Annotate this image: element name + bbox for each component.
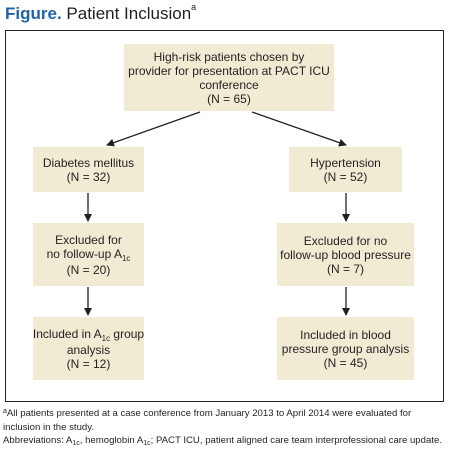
node-included-bp-line2: pressure group analysis (281, 341, 410, 356)
node-excluded-a1c-line1: Excluded for (55, 232, 122, 247)
node-diabetes: Diabetes mellitus (N = 32) (33, 147, 144, 192)
node-excluded-a1c-line2: no follow-up A1c (46, 246, 131, 263)
inclusion-footnote: aAll patients presented at a case confer… (3, 408, 412, 433)
arrow-root-to-diabetes (106, 111, 201, 147)
node-excluded-a1c: Excluded for no follow-up A1c (N = 20) (33, 223, 144, 286)
figure-title: Figure. Patient Inclusiona (5, 2, 196, 26)
node-hypertension: Hypertension (N = 52) (289, 147, 402, 192)
node-excluded-a1c-count: (N = 20) (66, 262, 111, 277)
title-footnote-marker: a (191, 2, 197, 13)
node-root-line3: conference (199, 77, 259, 92)
node-included-bp: Included in blood pressure group analysi… (277, 317, 414, 380)
node-hypertension-label: Hypertension (310, 155, 381, 170)
node-included-a1c-count: (N = 12) (66, 356, 111, 371)
abbreviations-footnote: Abbreviations: A1c, hemoglobin A1c; PACT… (3, 435, 442, 447)
diagram-frame (5, 30, 444, 402)
node-excluded-bp-line2: follow-up blood pressure (280, 247, 411, 262)
arrow-root-to-hypertension (251, 111, 347, 147)
node-included-a1c: Included in A1c group analysis (N = 12) (33, 317, 144, 380)
footnotes: aAll patients presented at a case confer… (3, 407, 447, 448)
node-included-a1c-line2: analysis (66, 342, 111, 357)
node-diabetes-count: (N = 32) (66, 169, 111, 184)
node-excluded-bp-line1: Excluded for no (303, 233, 388, 248)
node-excluded-bp: Excluded for no follow-up blood pressure… (277, 223, 414, 286)
node-included-bp-count: (N = 45) (323, 355, 368, 370)
node-excluded-bp-count: (N = 7) (326, 261, 364, 276)
node-root-count: (N = 65) (207, 91, 251, 106)
figure-title-text: Patient Inclusion (66, 4, 192, 23)
node-included-a1c-line1: Included in A1c group (32, 326, 145, 343)
figure-label: Figure. (5, 4, 62, 23)
node-included-bp-line1: Included in blood (300, 327, 391, 342)
node-root: High-risk patients chosen by provider fo… (124, 44, 334, 111)
node-root-line2: provider for presentation at PACT ICU (128, 63, 330, 78)
node-root-line1: High-risk patients chosen by (153, 49, 305, 64)
node-diabetes-label: Diabetes mellitus (42, 155, 135, 170)
node-hypertension-count: (N = 52) (323, 169, 368, 184)
